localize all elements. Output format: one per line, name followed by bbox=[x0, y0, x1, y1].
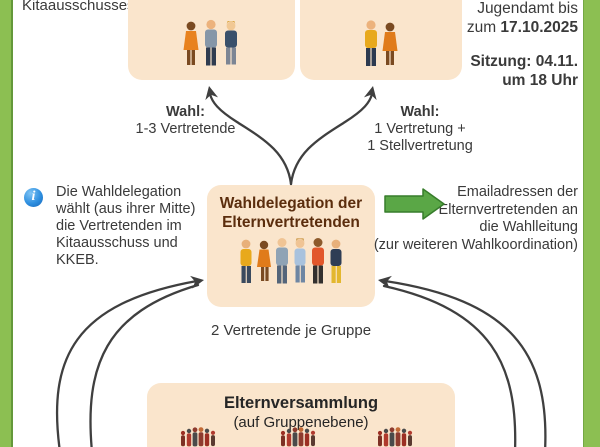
elternversammlung-box: Elternversammlung (auf Gruppenebene) bbox=[147, 383, 455, 447]
kkeb-box bbox=[300, 0, 462, 80]
deadline-note: Jugendamt bis zum 17.10.2025 Sitzung: 04… bbox=[443, 0, 578, 90]
meeting-line1: Sitzung: 04.11. bbox=[470, 53, 578, 70]
wahldelegation-box: Wahldelegation der Elternvertretenden bbox=[207, 185, 375, 307]
info-icon: i bbox=[24, 188, 43, 207]
email-note: Emailadressen der Elternvertretenden an … bbox=[373, 184, 578, 253]
meeting-line2: um 18 Uhr bbox=[502, 72, 578, 89]
people-group-6-icon bbox=[240, 238, 342, 284]
mini-crowd-icon bbox=[280, 427, 316, 447]
wahl-label-left: Wahl: 1-3 Vertretende bbox=[135, 104, 236, 137]
wahldelegation-title: Wahldelegation der Elternvertretenden bbox=[219, 195, 363, 231]
kitaausschuss-label: Kitaausschusses bbox=[22, 0, 135, 14]
people-group-3-icon bbox=[183, 19, 237, 66]
people-group-2-icon bbox=[365, 20, 398, 66]
left-border-bar bbox=[0, 0, 13, 447]
right-border-bar bbox=[583, 0, 600, 447]
deadline-line1: Jugendamt bis bbox=[477, 0, 578, 17]
kitaausschuss-box bbox=[128, 0, 295, 80]
per-group-caption: 2 Vertretende je Gruppe bbox=[210, 322, 372, 339]
elternversammlung-title: Elternversammlung bbox=[223, 394, 379, 412]
info-note: Die Wahldelegation wählt (aus ihrer Mitt… bbox=[56, 184, 196, 268]
deadline-line2: zum 17.10.2025 bbox=[466, 19, 578, 36]
mini-crowd-icon bbox=[180, 427, 216, 447]
mini-crowd-icon bbox=[377, 427, 413, 447]
elternversammlung-subtitle: (auf Gruppenebene) bbox=[233, 414, 369, 431]
wahl-label-right: Wahl: 1 Vertretung + 1 Stellvertretung bbox=[367, 104, 473, 154]
